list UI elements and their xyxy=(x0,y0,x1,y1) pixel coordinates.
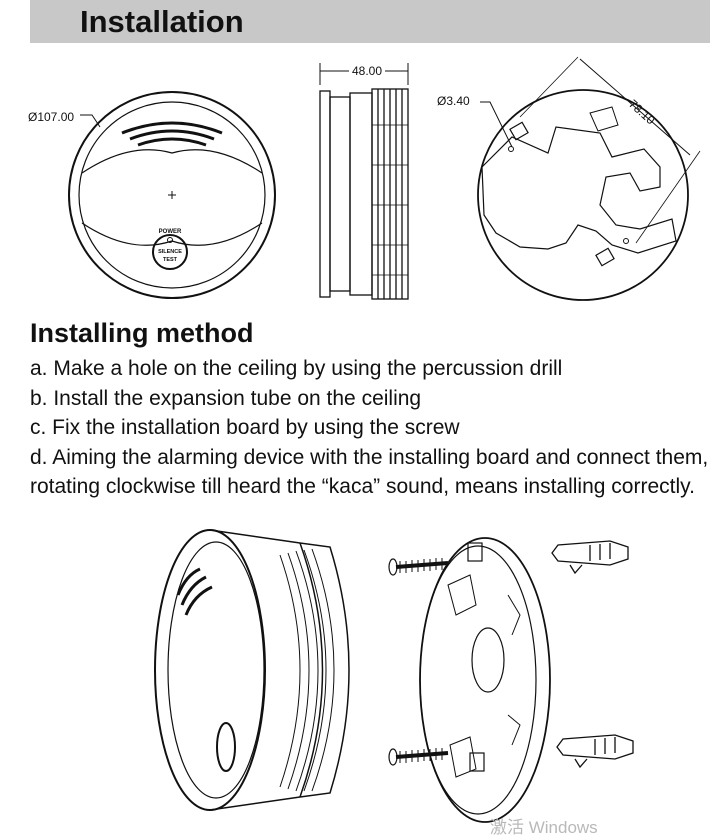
dimension-drawing: Ø107.00 POWER SILENCE TEST 48.00 xyxy=(28,56,701,301)
step-item: c. Fix the installation board by using t… xyxy=(30,416,460,439)
mounting-base-view xyxy=(477,56,701,301)
section-title: Installing method xyxy=(30,318,254,348)
side-view xyxy=(319,63,409,300)
smoke-detector-illustration xyxy=(154,529,350,811)
installation-illustration xyxy=(154,529,634,823)
page-title: Installation xyxy=(80,4,244,39)
screw-illustration xyxy=(388,558,449,766)
button-silence-label: SILENCE xyxy=(158,249,182,255)
button-power-label: POWER xyxy=(159,229,182,235)
button-test-label: TEST xyxy=(163,257,178,263)
step-item: a. Make a hole on the ceiling by using t… xyxy=(30,357,563,380)
front-view xyxy=(68,91,276,299)
hole-diameter-label: Ø3.40 xyxy=(437,94,470,108)
expansion-tube-illustration xyxy=(551,540,634,769)
windows-activation-watermark: 激活 Windows xyxy=(490,818,598,837)
step-item: d. Aiming the alarming device with the i… xyxy=(30,445,709,499)
height-label: 48.00 xyxy=(352,64,382,78)
diameter-label: Ø107.00 xyxy=(28,110,74,124)
mounting-base-illustration xyxy=(419,537,551,823)
step-item: b. Install the expansion tube on the cei… xyxy=(30,386,422,410)
steps-list: a. Make a hole on the ceiling by using t… xyxy=(30,354,715,502)
title-bar: Installation xyxy=(30,0,710,43)
